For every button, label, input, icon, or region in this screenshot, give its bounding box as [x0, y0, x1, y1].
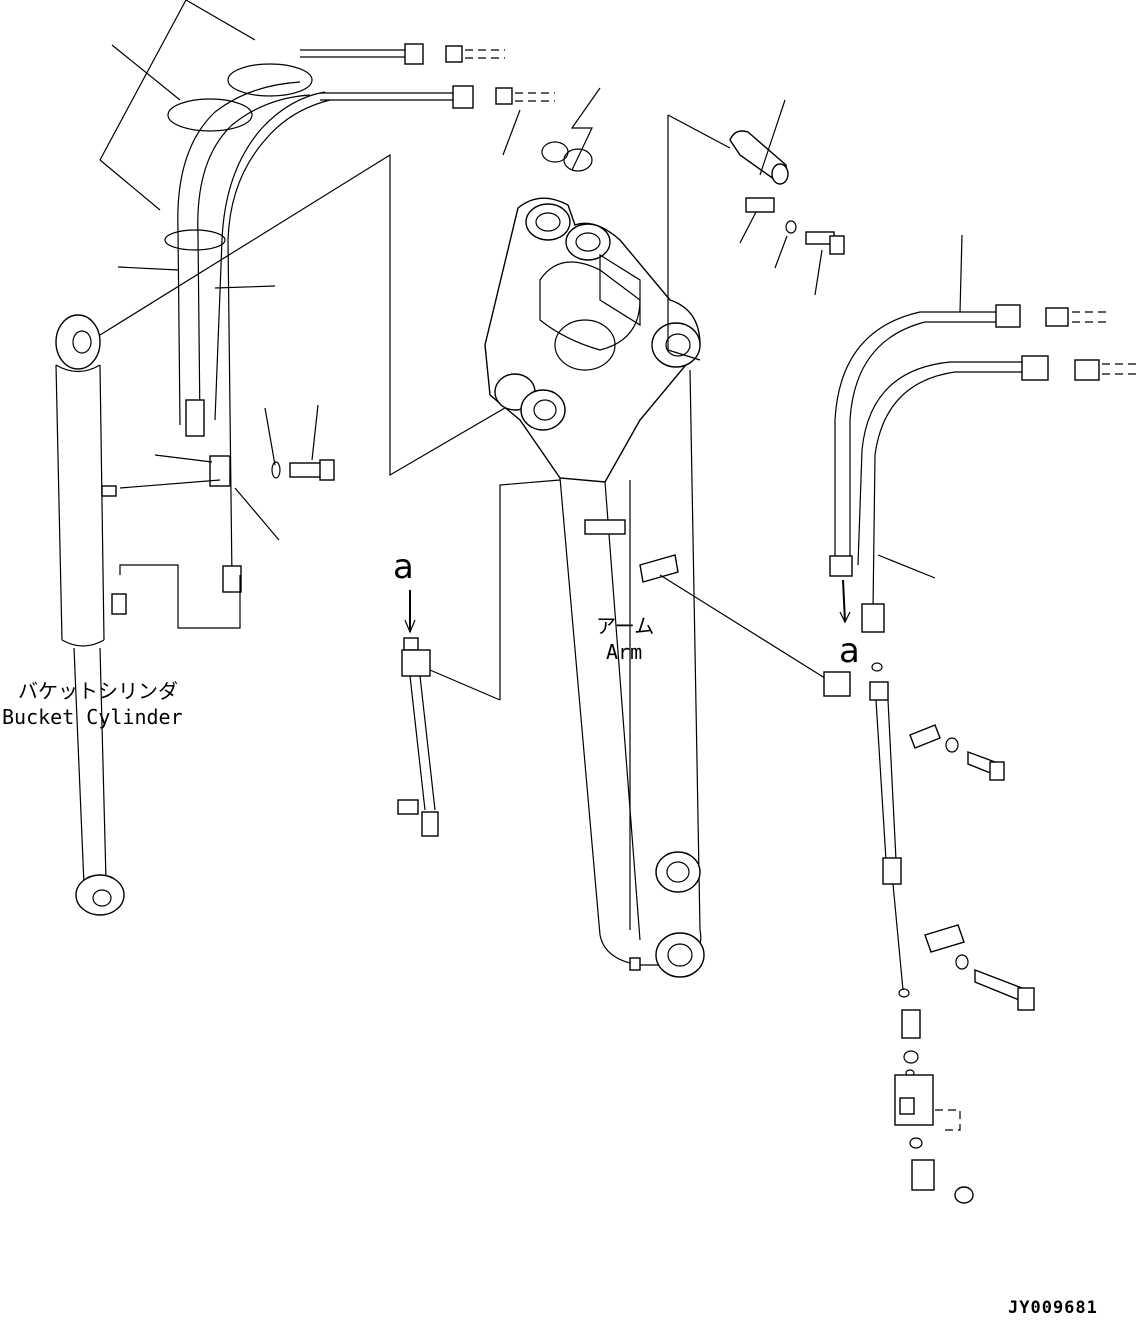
center-pipe-assembly: [397, 590, 439, 837]
right-leader-lines: [639, 554, 851, 697]
bucket-cylinder-label-jp: バケットシリンダ: [18, 679, 178, 703]
bucket-cylinder: [55, 314, 127, 916]
left-leader-lines: [99, 0, 511, 629]
bucket-cylinder-label-en: Bucket Cylinder: [2, 705, 183, 729]
view-marker-left: a: [393, 547, 414, 587]
left-hose-assembly: [164, 43, 555, 593]
pin-bracket-parts: [729, 99, 845, 296]
drawing-code: JY009681: [1008, 1298, 1098, 1318]
view-marker-right: a: [839, 631, 860, 671]
center-leader-lines: [429, 87, 731, 701]
arm-label-jp: アーム: [596, 614, 654, 638]
arm: [484, 141, 705, 978]
right-hose-assembly: [829, 234, 1140, 1204]
arm-label-en: Arm: [606, 640, 642, 664]
